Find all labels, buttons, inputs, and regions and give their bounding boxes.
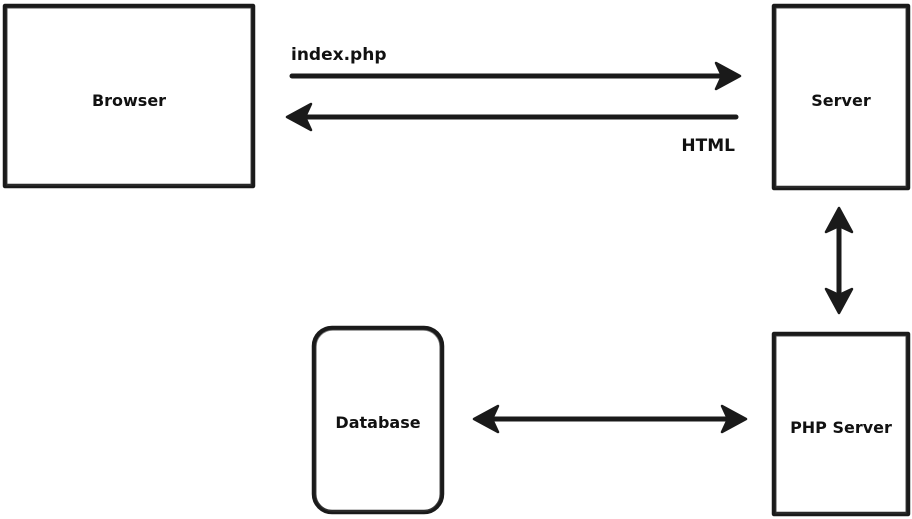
- server-box-sketch: [775, 7, 907, 188]
- database-box: [311, 325, 445, 515]
- browser-label: Browser: [92, 91, 166, 110]
- server-php-arrowhead-up-icon: [824, 206, 854, 234]
- php-database-arrowhead-right-icon: [720, 404, 748, 434]
- server-node[interactable]: Server: [771, 3, 911, 191]
- response-label: HTML: [681, 136, 735, 156]
- server-box: [771, 3, 911, 191]
- php-server-box: [771, 331, 911, 517]
- response-arrowhead-icon: [285, 102, 313, 132]
- database-label: Database: [335, 413, 420, 432]
- php-database-arrow[interactable]: [472, 404, 748, 434]
- request-label: index.php: [291, 45, 387, 65]
- server-php-arrowhead-down-icon: [824, 287, 854, 315]
- php-server-label: PHP Server: [790, 418, 892, 437]
- response-arrow[interactable]: [285, 102, 739, 132]
- php-database-arrowhead-left-icon: [472, 404, 500, 434]
- database-box-sketch: [315, 329, 441, 512]
- server-php-arrow[interactable]: [824, 206, 854, 315]
- server-label: Server: [811, 91, 871, 110]
- browser-box-sketch: [6, 7, 252, 186]
- php-server-node[interactable]: PHP Server: [771, 331, 911, 517]
- php-server-box-sketch: [775, 335, 907, 514]
- database-node[interactable]: Database: [311, 325, 445, 515]
- browser-node[interactable]: Browser: [2, 3, 256, 189]
- request-arrowhead-icon: [714, 61, 742, 91]
- request-arrow[interactable]: [289, 61, 742, 91]
- browser-box: [2, 3, 256, 189]
